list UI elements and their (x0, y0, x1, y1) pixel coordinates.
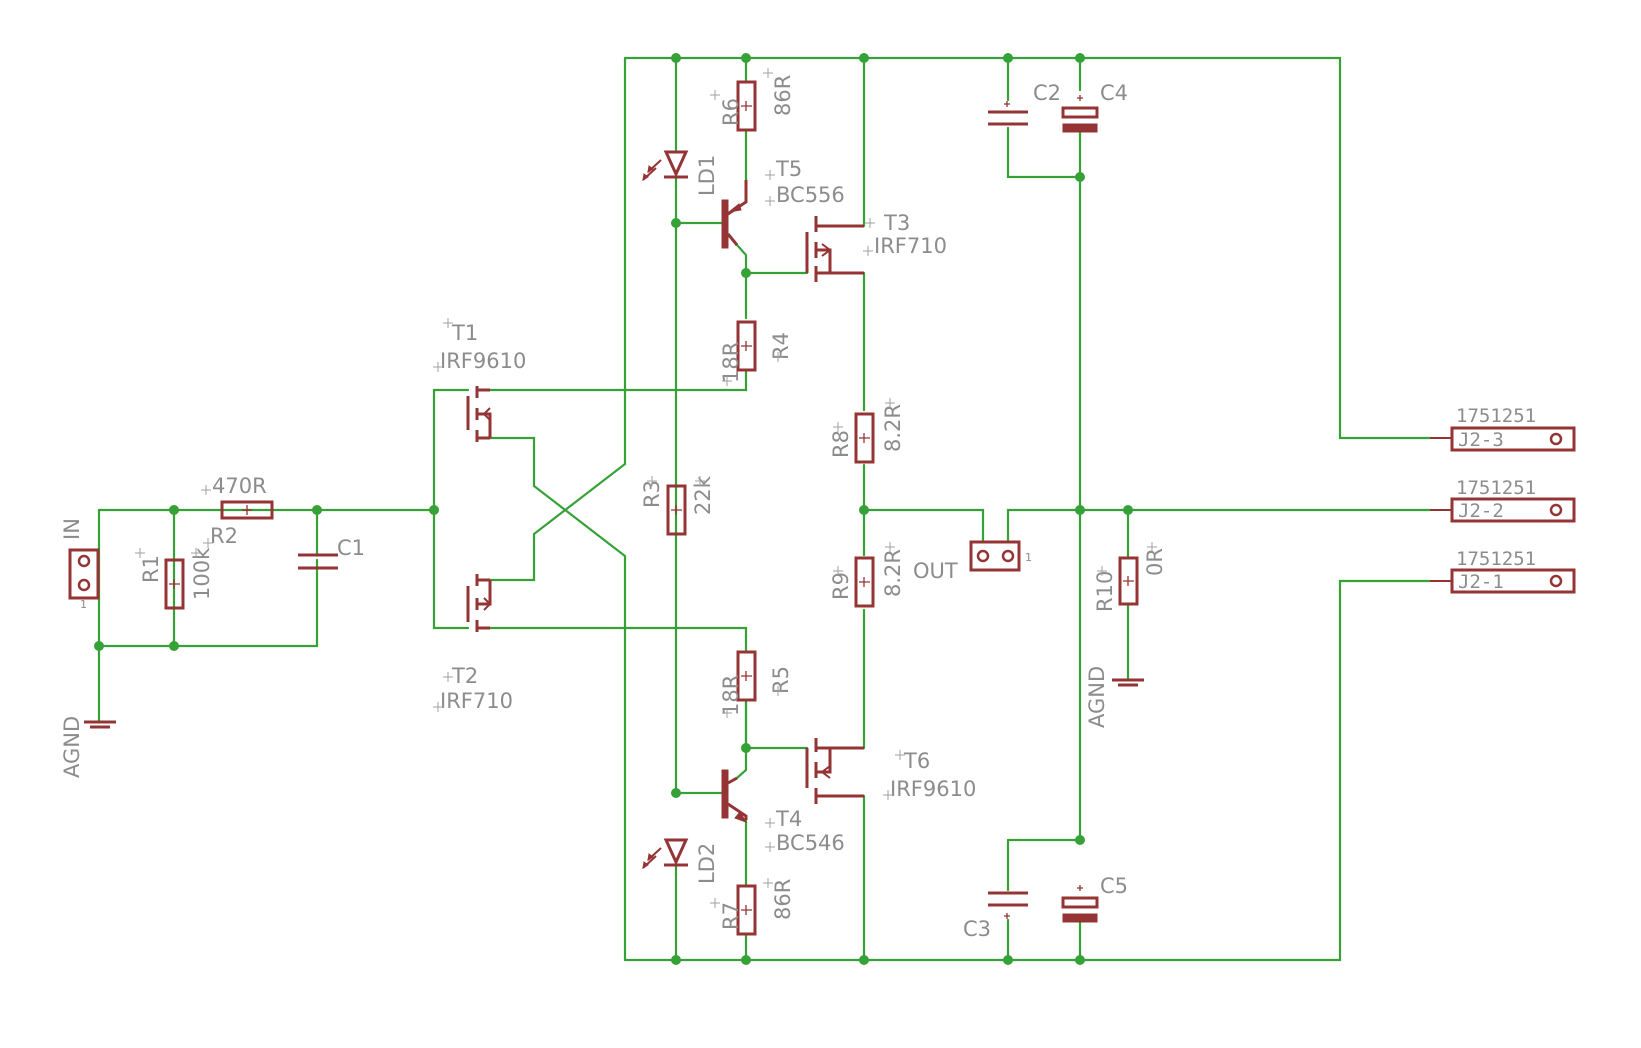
j2-1-label: J2-1 (1458, 571, 1504, 593)
t2-label: T2 (451, 664, 478, 688)
part-origin-markers (135, 68, 1157, 908)
r10-label: R10 (1093, 571, 1117, 612)
transistor-t6: T6 IRF9610 (805, 738, 976, 804)
t1-value: IRF9610 (440, 349, 526, 373)
out-pin-one-label: 1 (1025, 551, 1032, 564)
t6-label: T6 (903, 749, 930, 773)
transistor-t1: T1 IRF9610 (440, 321, 526, 442)
terminal-j2-1: J2-1 1751251 (1430, 548, 1576, 594)
r9-label: R9 (829, 572, 853, 600)
t3-label: T3 (883, 211, 910, 235)
r4-value: 18R (719, 342, 743, 383)
agnd-right-label: AGND (1085, 666, 1109, 728)
r1-label: R1 (139, 555, 163, 583)
transistor-t5: T5 BC556 (721, 157, 845, 249)
led-ld2: LD2 (642, 838, 719, 884)
resistor-r4: R4 18R (719, 320, 793, 383)
in-pin-one-label: 1 (80, 598, 87, 611)
ld1-label: LD1 (695, 155, 719, 196)
c3-label: C3 (963, 917, 991, 941)
ground-symbol-r10 (1112, 678, 1144, 687)
r8-label: R8 (829, 430, 853, 458)
r2-value: 470R (212, 474, 267, 498)
input-connector: 1 IN (60, 518, 100, 611)
t6-value: IRF9610 (890, 777, 976, 801)
ld2-label: LD2 (695, 843, 719, 884)
r7-label: R7 (719, 902, 743, 930)
transistor-t3: T3 IRF710 (805, 211, 947, 282)
r6-label: R6 (719, 98, 743, 126)
resistor-r2: 470R R2 (210, 474, 274, 548)
resistor-r7: R7 86R (719, 879, 795, 936)
r5-label: R5 (769, 666, 793, 694)
transistor-t4: T4 BC546 (721, 769, 845, 855)
resistor-r5: R5 18R (719, 650, 793, 716)
resistor-r1: R1 100k (139, 547, 214, 610)
j2-2-label: J2-2 (1458, 500, 1504, 522)
resistor-r10: R10 0R (1093, 548, 1167, 612)
resistor-r6: R6 86R (719, 75, 795, 132)
wires (97, 56, 1432, 962)
r1-value: 100k (190, 547, 214, 600)
capacitor-c1: C1 (298, 536, 365, 570)
t4-label: T4 (775, 807, 802, 831)
led-ld1: LD1 (642, 150, 719, 196)
r2-label: R2 (210, 524, 238, 548)
r10-value: 0R (1143, 548, 1167, 576)
t2-value: IRF710 (440, 689, 513, 713)
c4-label: C4 (1100, 81, 1128, 105)
transistor-t2: T2 IRF710 (440, 574, 513, 713)
r5-value: 18R (719, 675, 743, 716)
resistor-r3: R3 22k (640, 475, 715, 536)
agnd-left-label: AGND (60, 716, 84, 778)
resistor-r8: R8 8.2R (829, 404, 905, 464)
ground-symbol-left: AGND (60, 716, 116, 778)
in-label: IN (60, 518, 84, 540)
r3-value: 22k (691, 475, 715, 515)
r7-value: 86R (771, 879, 795, 920)
junctions (94, 53, 1133, 965)
r8-value: 8.2R (881, 404, 905, 452)
t1-label: T1 (451, 321, 478, 345)
terminal-j2-2: J2-2 1751251 (1430, 477, 1576, 523)
j2-3-part: 1751251 (1456, 405, 1536, 427)
capacitor-c4: C4 (1061, 81, 1128, 133)
t5-value: BC556 (776, 183, 845, 207)
j2-1-part: 1751251 (1456, 548, 1536, 570)
t4-value: BC546 (776, 831, 845, 855)
c5-label: C5 (1100, 874, 1128, 898)
capacitor-c3: C3 (963, 891, 1028, 941)
t5-label: T5 (775, 157, 802, 181)
resistor-r9: R9 8.2R (829, 549, 905, 608)
output-connector: 1 OUT (913, 540, 1032, 583)
capacitor-c2: C2 (988, 81, 1061, 126)
out-label: OUT (913, 559, 958, 583)
t3-value: IRF710 (874, 234, 947, 258)
r6-value: 86R (771, 75, 795, 116)
j2-3-label: J2-3 (1458, 429, 1504, 451)
c2-label: C2 (1033, 81, 1061, 105)
j2-2-part: 1751251 (1456, 477, 1536, 499)
c1-label: C1 (337, 536, 365, 560)
r4-label: R4 (769, 332, 793, 360)
terminal-j2-3: J2-3 1751251 (1430, 405, 1576, 452)
r9-value: 8.2R (881, 549, 905, 597)
capacitor-c5: C5 (1061, 874, 1128, 923)
